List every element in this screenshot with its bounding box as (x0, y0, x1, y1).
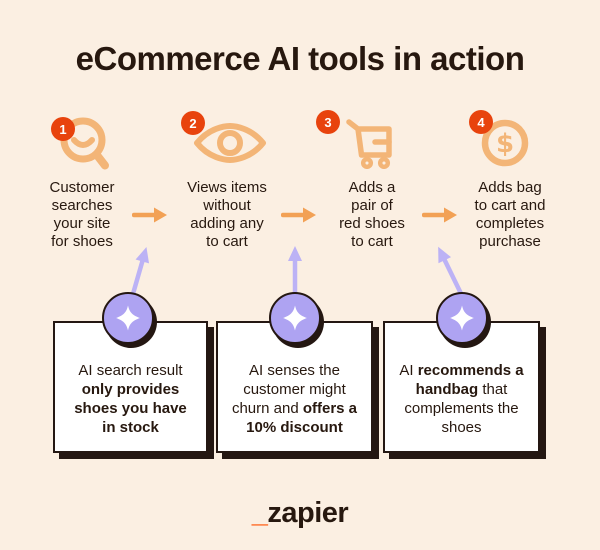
zapier-logo-text: zapier (267, 497, 349, 529)
right-arrow-icon (280, 206, 317, 224)
step-label: Adds a pair of red shoes to cart (339, 179, 405, 250)
right-arrow-icon (131, 206, 168, 224)
up-arrow-icon (286, 244, 304, 302)
up-arrow-icon (429, 241, 471, 301)
step-number-badge: 2 (181, 111, 205, 135)
step-label: Customer searches your site for shoes (49, 179, 115, 250)
page-title: eCommerce AI tools in action (75, 40, 525, 77)
ai-sparkle-badge (269, 292, 321, 344)
step-number-badge: 3 (316, 110, 340, 134)
zapier-logo: _zapier (0, 497, 600, 530)
ai-sparkle-badge (102, 292, 154, 344)
sparkle-icon (283, 305, 307, 331)
ai-sparkle-badge (436, 292, 488, 344)
zapier-logo-underscore: _ (251, 497, 268, 529)
eye-icon (193, 122, 267, 169)
sparkle-icon (450, 305, 474, 331)
sparkle-icon (116, 305, 140, 331)
step-label: Views items without adding any to cart (187, 179, 267, 250)
svg-text:$: $ (496, 129, 514, 159)
step-number-badge: 1 (51, 117, 75, 141)
dollar-coin-icon: $ (480, 118, 530, 173)
step-number-badge: 4 (469, 110, 493, 134)
up-arrow-icon (122, 243, 155, 304)
cart-icon (342, 113, 398, 174)
step-label: Adds bag to cart and completes purchase (474, 179, 546, 250)
right-arrow-icon (421, 206, 458, 224)
